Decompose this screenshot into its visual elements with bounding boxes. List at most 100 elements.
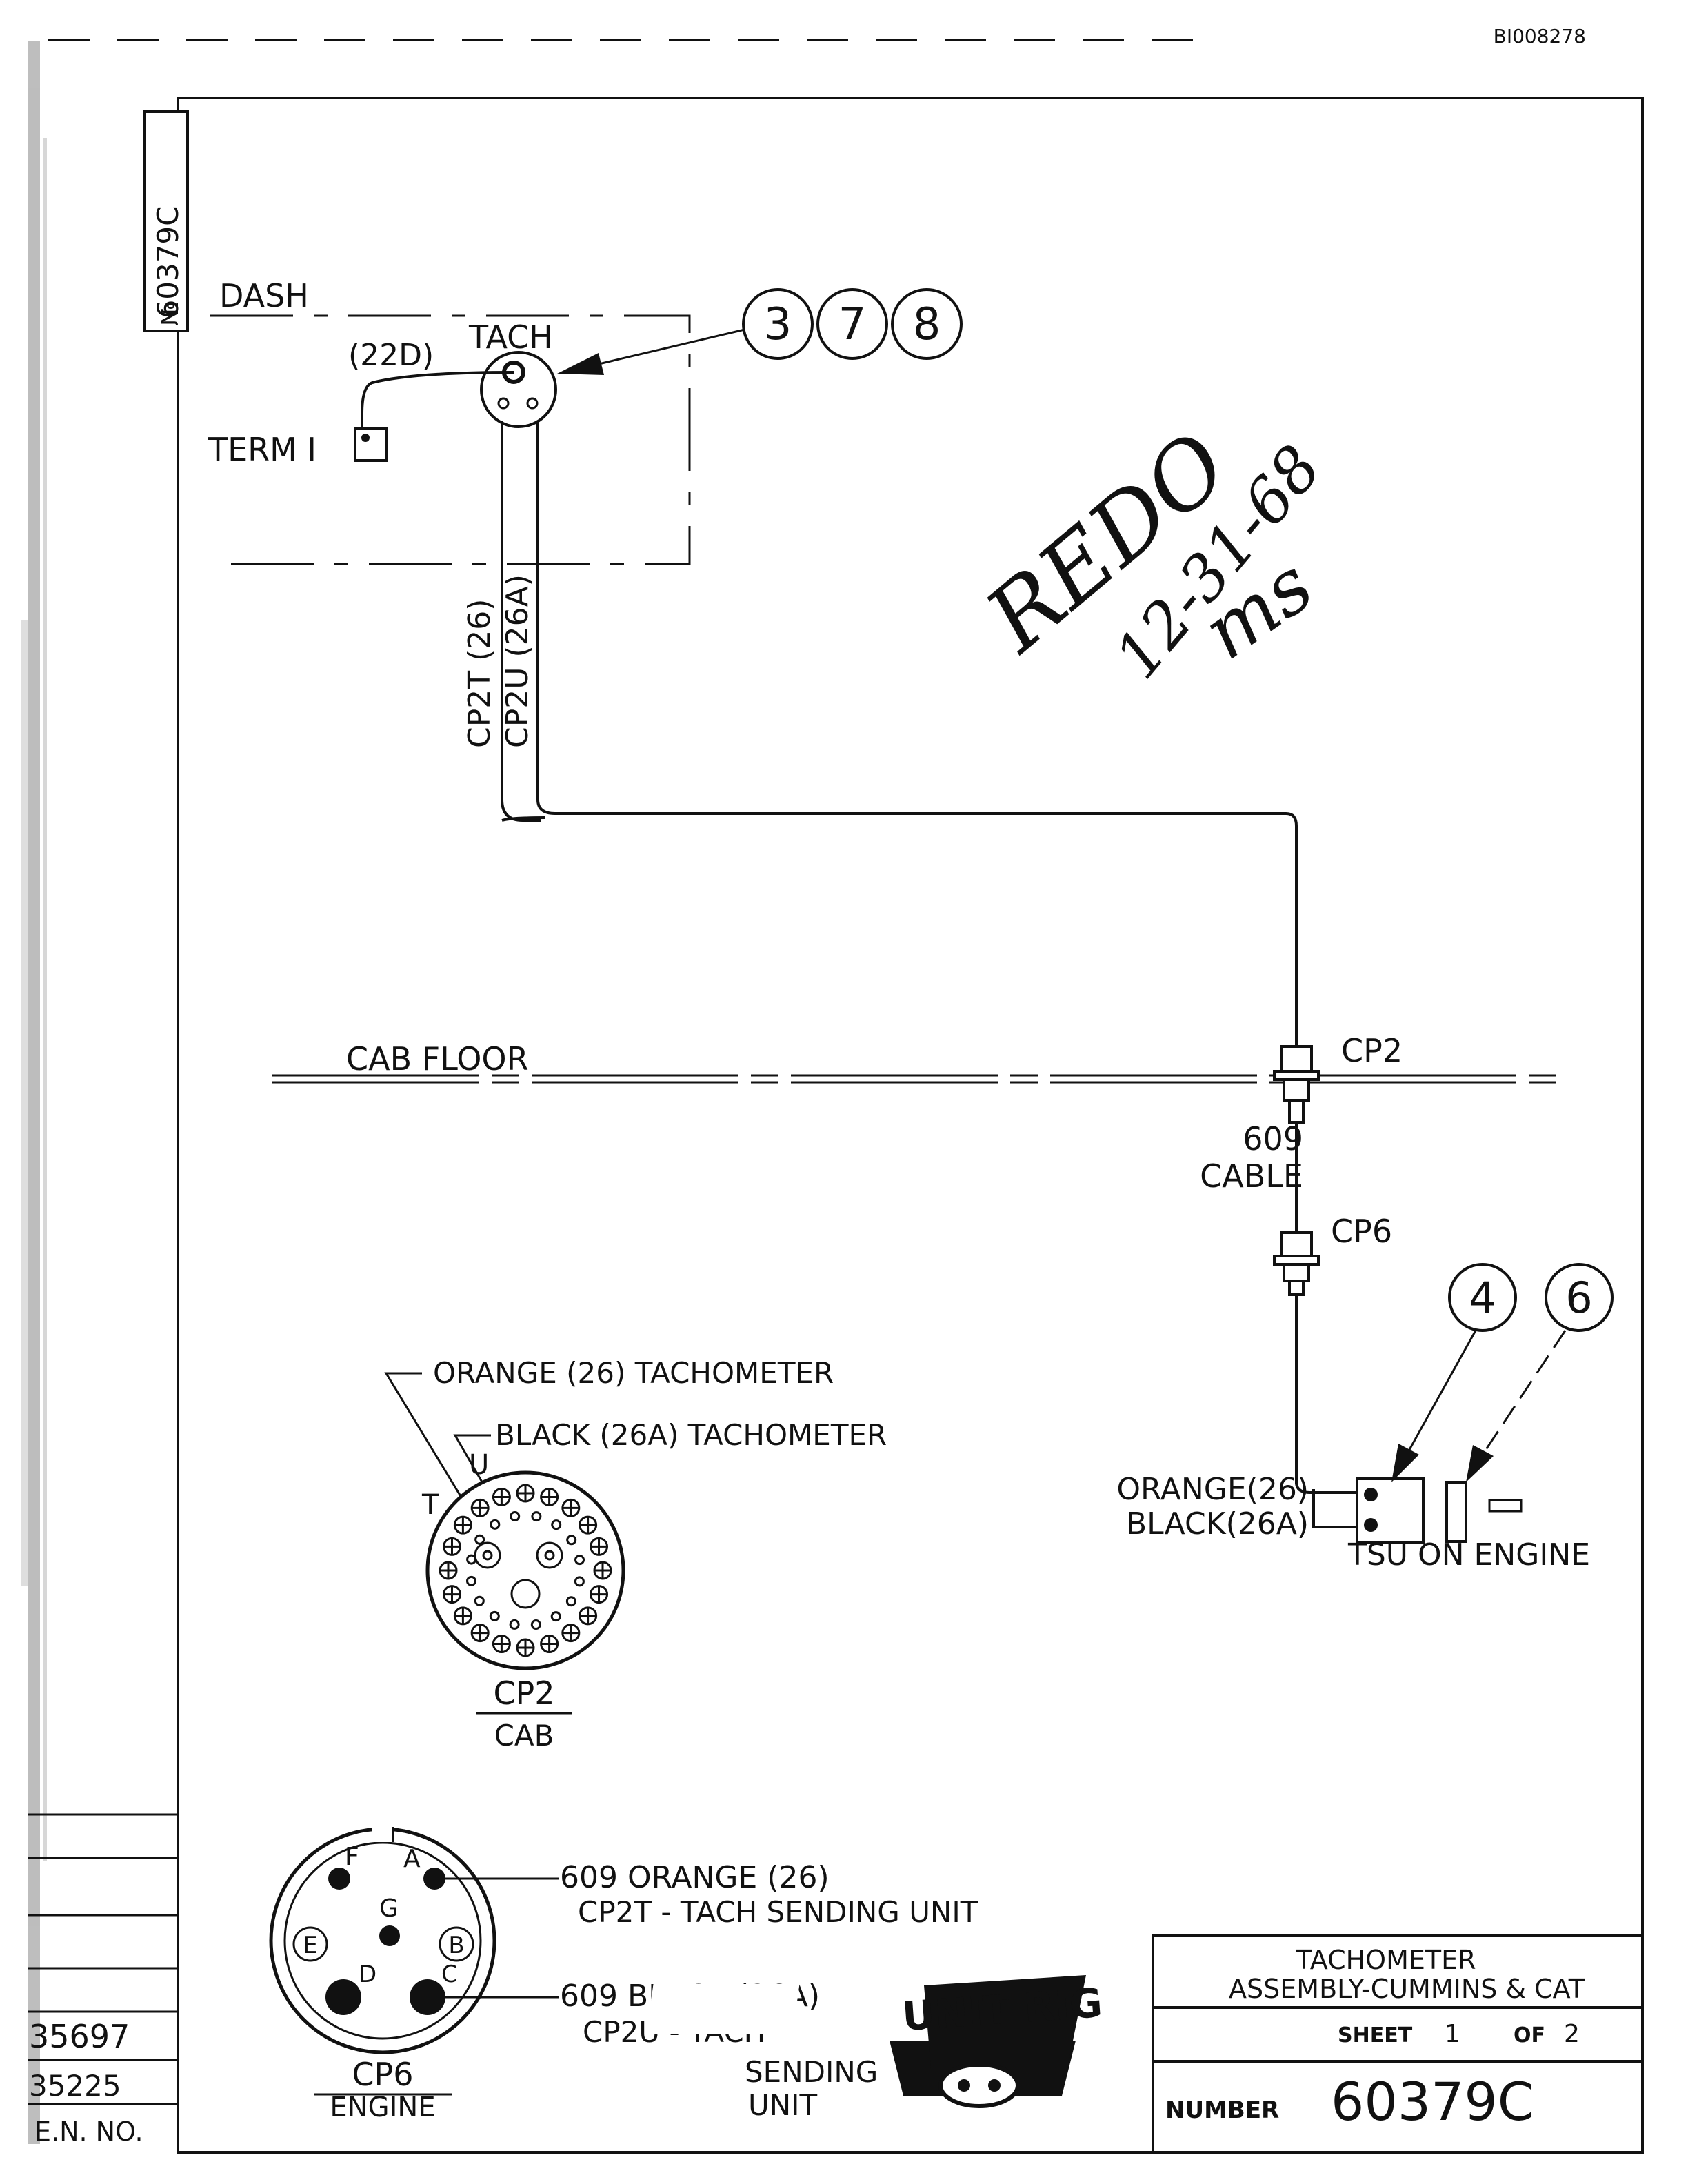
- title-block: [1152, 1934, 1644, 2154]
- sheet-total: 2: [1564, 2020, 1580, 2048]
- callout-3: 3: [764, 299, 792, 350]
- callout-group-top: 3 7 8: [742, 288, 963, 360]
- title-line-2: ASSEMBLY-CUMMINS & CAT: [1229, 1974, 1585, 2004]
- cp6-connector-symbol: [1273, 1231, 1320, 1296]
- cp2-pin-u: U: [469, 1449, 489, 1481]
- cp6-face-title: CP6: [352, 2056, 413, 2093]
- cp2-pin: [531, 1511, 542, 1522]
- cab-floor-line: [272, 1074, 1558, 1084]
- sheet-of-label: OF: [1514, 2023, 1545, 2048]
- term1-label: TERM I: [208, 431, 316, 468]
- black-26a-label: BLACK(26A): [1126, 1506, 1309, 1541]
- cp2-pin: [509, 1619, 520, 1630]
- title-line-1: TACHOMETER: [1295, 1945, 1476, 1975]
- cp2-pin-cross: [541, 1488, 558, 1506]
- cp2-pin-t: T: [421, 1489, 439, 1521]
- cp2-pin: [490, 1519, 501, 1530]
- cab-floor-label: CAB FLOOR: [346, 1040, 529, 1078]
- cp2-pin: [530, 1619, 541, 1630]
- cp2-pin: [474, 1595, 485, 1606]
- revision-block: [28, 1813, 178, 2105]
- cp2-pin: [550, 1611, 561, 1622]
- cp2-pin-cross: [541, 1635, 558, 1652]
- cp2-pin-cross: [517, 1639, 534, 1656]
- cp2-pin-cross: [493, 1635, 510, 1652]
- cp2-pin: [489, 1610, 500, 1621]
- leader-arrow-top: [557, 328, 745, 375]
- cp6-label: CP6: [1331, 1213, 1392, 1250]
- cp2-pin-cross: [454, 1517, 472, 1534]
- wire-label-cp2t: CP2T (26): [462, 599, 497, 748]
- dash-outline: [210, 314, 691, 565]
- callout-6: 6: [1565, 1273, 1592, 1323]
- cp2-pin-cross: [562, 1624, 579, 1641]
- tsu-wires: [1295, 1482, 1358, 1528]
- revision-row-2: 35225: [29, 2069, 121, 2103]
- vertical-drawing-number: 60379C: [151, 206, 185, 318]
- revision-row-1: 35697: [29, 2018, 130, 2055]
- cp2-pin-cross: [579, 1517, 596, 1534]
- cp6-face-subtitle: ENGINE: [330, 2092, 435, 2123]
- cable-label: CABLE: [1200, 1157, 1303, 1195]
- cp2-pin: [474, 1534, 485, 1545]
- cp6-orange-line1: 609 ORANGE (26): [560, 1860, 830, 1895]
- tsu-on-engine-label: TSU ON ENGINE: [1347, 1537, 1590, 1573]
- cp2-pin: [482, 1550, 493, 1561]
- cp6-black-line4: UNIT: [748, 2088, 818, 2122]
- drawing-border: [177, 97, 1644, 2154]
- cp2-pin: [565, 1596, 576, 1607]
- cp2-pin-cross: [472, 1499, 489, 1517]
- sheet-label: SHEET: [1338, 2023, 1413, 2048]
- cp6-pin-c: C: [441, 1961, 458, 1988]
- cp6-pin-g: G: [379, 1894, 399, 1923]
- cp6-black-line3: SENDING: [745, 2055, 878, 2089]
- wire-label-cp2u: CP2U (26A): [500, 574, 535, 748]
- cp2-pin: [544, 1550, 555, 1561]
- wire-22d: [361, 371, 514, 431]
- cable-run-main: [501, 421, 1298, 1484]
- term1-terminal: [354, 427, 388, 462]
- cp2-black-callout: BLACK (26A) TACHOMETER: [495, 1418, 887, 1452]
- callout-group-tsu: 4 6: [1391, 1263, 1614, 1482]
- cp2-pin-cross: [440, 1562, 456, 1579]
- sheet-number: 1: [1445, 2020, 1460, 2048]
- cp6-orange-line2: CP2T - TACH SENDING UNIT: [578, 1895, 978, 1929]
- cp6-leaders: [445, 1877, 559, 1999]
- dash-label: DASH: [219, 277, 309, 314]
- scan-edge-noise: [21, 41, 47, 2144]
- cp2-pin: [566, 1535, 577, 1546]
- cp2-pin: [574, 1576, 585, 1587]
- cp2-pin: [474, 1541, 501, 1569]
- wire-22d-label: (22D): [348, 338, 434, 373]
- cp2-pin-cross: [590, 1586, 607, 1603]
- unit-rig-logo: UNIT RIG: [646, 1975, 1104, 2108]
- cp2-connector-face: [425, 1470, 625, 1670]
- cp2-orange-callout: ORANGE (26) TACHOMETER: [433, 1356, 834, 1390]
- cp6-pin-f: F: [345, 1843, 359, 1871]
- callout-4: 4: [1469, 1273, 1496, 1323]
- vertical-number-prefix: №: [157, 301, 184, 325]
- tsu-block: [1356, 1477, 1425, 1544]
- cp2-face-subtitle: CAB: [494, 1719, 554, 1752]
- callout-8: 8: [913, 299, 941, 350]
- cp6-pin-e: E: [303, 1932, 317, 1959]
- cp2-pin-cross: [443, 1586, 461, 1603]
- orange-26-label: ORANGE(26): [1116, 1472, 1309, 1507]
- cp2-pin: [465, 1575, 476, 1586]
- cp6-pin-d: D: [359, 1961, 376, 1988]
- callout-7: 7: [838, 299, 867, 350]
- cp2-connector-symbol: [1273, 1045, 1320, 1124]
- cp2-pin: [510, 1510, 521, 1521]
- tsu-sensor: [1445, 1481, 1523, 1543]
- cp2-pin-cross: [517, 1485, 534, 1502]
- cp2-label: CP2: [1341, 1032, 1403, 1069]
- cp2-face-title: CP2: [493, 1675, 554, 1712]
- cp6-connector-face: [269, 1826, 496, 2054]
- cp6-pin-b: B: [448, 1932, 464, 1959]
- document-id: BI008278: [1494, 25, 1586, 48]
- cable-609-label: 609: [1243, 1120, 1303, 1157]
- number-label: NUMBER: [1165, 2096, 1279, 2124]
- cp2-pin-cross: [493, 1488, 510, 1506]
